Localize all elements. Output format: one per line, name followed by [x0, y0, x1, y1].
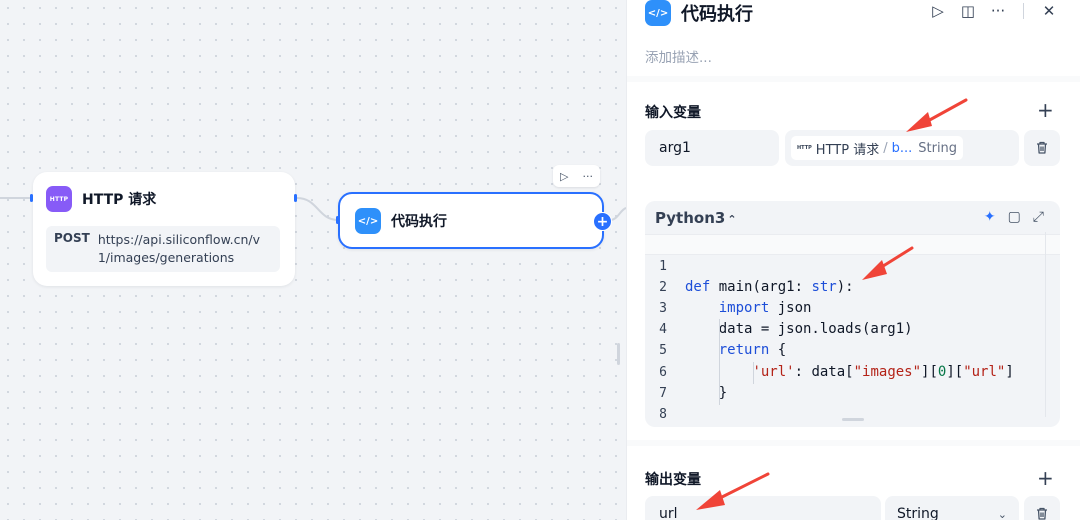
code-line[interactable]: 1	[645, 234, 1060, 274]
http-method: POST	[54, 231, 90, 245]
description-input[interactable]: 添加描述...	[645, 50, 712, 66]
indent-guide	[753, 362, 754, 384]
output-variable-name[interactable]: url	[645, 496, 881, 520]
source-variable-name: b...	[891, 140, 913, 156]
output-type-select[interactable]: String ⌄	[885, 496, 1019, 520]
editor-resize-handle[interactable]	[842, 418, 864, 421]
code-line[interactable]: 3 import json	[659, 299, 812, 316]
run-icon[interactable]: ▷	[932, 2, 944, 20]
more-options-icon[interactable]: ···	[582, 169, 593, 183]
book-icon[interactable]: ◫	[960, 2, 976, 20]
close-icon[interactable]: ✕	[1042, 2, 1056, 20]
trash-icon	[1037, 507, 1047, 520]
section-divider	[627, 440, 1080, 446]
code-execution-node[interactable]: </> 代码执行	[338, 192, 604, 249]
http-node-header: HTTP HTTP 请求	[46, 186, 156, 212]
trash-icon	[1037, 141, 1047, 154]
expand-icon[interactable]: ⤢	[1032, 209, 1044, 225]
copy-icon[interactable]: ▢	[1007, 209, 1021, 225]
edge-http-to-code	[296, 197, 339, 221]
http-request-node[interactable]: HTTP HTTP 请求 POST https://api.siliconflo…	[33, 172, 295, 286]
delete-input-button[interactable]	[1024, 130, 1060, 166]
panel-actions: ▷ ◫ ··· ✕	[923, 2, 1064, 20]
source-node-name: HTTP 请求	[815, 142, 880, 158]
output-variables-label: 输出变量	[645, 472, 701, 488]
add-input-icon[interactable]: +	[1037, 98, 1054, 122]
code-line[interactable]: 4 data = json.loads(arg1)	[659, 321, 913, 338]
code-line[interactable]: 7 }	[659, 385, 728, 402]
http-node-title: HTTP 请求	[82, 192, 157, 208]
add-output-icon[interactable]: +	[1037, 466, 1054, 490]
code-icon: </>	[645, 0, 671, 26]
variable-reference-tag: HTTP HTTP 请求 / b... String	[791, 136, 964, 160]
input-variables-label: 输入变量	[645, 105, 701, 121]
code-node-header: </> 代码执行	[355, 208, 447, 234]
section-divider	[627, 180, 1080, 186]
panel-header: </> 代码执行	[645, 0, 753, 26]
editor-scrollbar[interactable]	[1045, 232, 1046, 417]
input-variable-name[interactable]: arg1	[645, 130, 779, 166]
indent-guide	[719, 319, 720, 405]
delete-output-button[interactable]	[1024, 496, 1060, 520]
output-type-value: String	[897, 506, 939, 520]
input-variable-selector[interactable]: HTTP HTTP 请求 / b... String	[785, 130, 1019, 166]
divider	[1023, 3, 1024, 19]
code-line[interactable]: 5 return {	[659, 342, 787, 359]
http-url: https://api.siliconflow.cn/v1/images/gen…	[97, 232, 261, 265]
run-node-icon[interactable]: ▷	[560, 169, 569, 183]
http-node-input-handle[interactable]	[30, 194, 33, 202]
panel-title[interactable]: 代码执行	[681, 4, 753, 25]
variable-type: String	[918, 140, 958, 156]
chevron-down-icon: ⌄	[997, 507, 1007, 520]
ai-generate-icon[interactable]: ✦	[983, 209, 996, 225]
code-line[interactable]: 8	[659, 407, 667, 423]
language-selector[interactable]: Python3⌃	[655, 209, 737, 227]
node-toolbar: ▷ ···	[553, 165, 600, 187]
code-icon: </>	[355, 208, 381, 234]
code-line[interactable]: 6 'url': data["images"][0]["url"]	[659, 363, 1014, 380]
code-node-title: 代码执行	[391, 214, 447, 230]
edge-out	[609, 207, 626, 221]
workflow-canvas[interactable]: HTTP HTTP 请求 POST https://api.siliconflo…	[0, 0, 626, 520]
http-node-output-handle[interactable]	[294, 194, 297, 202]
http-icon: HTTP	[46, 186, 72, 212]
add-next-node-button[interactable]: +	[593, 212, 612, 231]
http-icon: HTTP	[797, 145, 812, 151]
panel-resize-handle[interactable]	[617, 343, 620, 365]
node-settings-panel: </> 代码执行 ▷ ◫ ··· ✕ 添加描述... 输入变量 + arg1 H…	[626, 0, 1080, 520]
http-node-body: POST https://api.siliconflow.cn/v1/image…	[46, 226, 280, 272]
editor-tools: ✦ ▢ ⤢	[984, 209, 1044, 225]
code-node-input-handle[interactable]	[336, 216, 339, 224]
more-icon[interactable]: ···	[990, 2, 1006, 20]
section-divider	[627, 76, 1080, 82]
